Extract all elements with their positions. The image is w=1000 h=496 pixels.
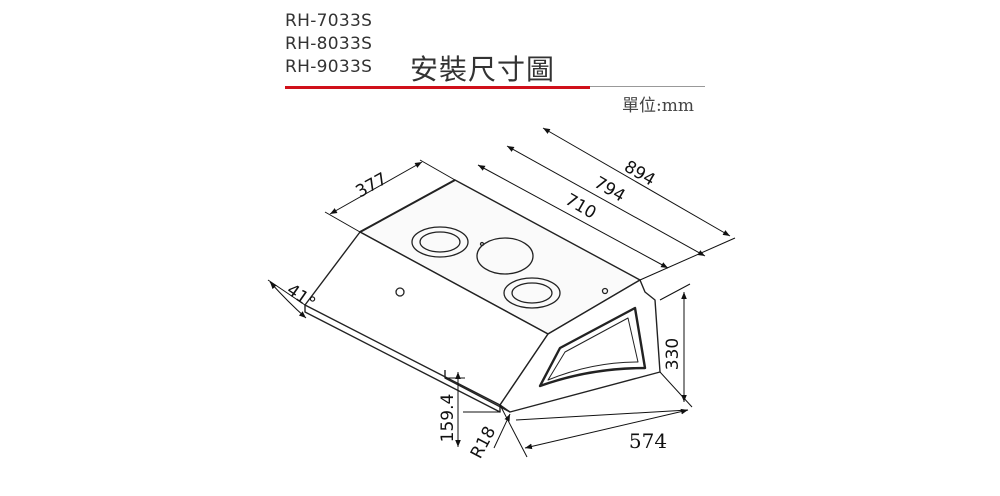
dim-depth-top: 377 [353, 169, 391, 202]
dimension-lines [267, 127, 736, 458]
dim-width-overall: 894 [620, 157, 658, 191]
unit-label: 單位:mm [622, 96, 694, 116]
model-number: RH-7033S [285, 11, 373, 31]
dim-radius: R18 [467, 423, 500, 462]
exhaust-fan-right [503, 277, 561, 309]
dim-width-inner: 794 [590, 173, 628, 207]
dim-height: 330 [663, 338, 683, 370]
dim-width-top: 710 [561, 190, 599, 224]
range-hood-body [304, 179, 661, 413]
title-underline [285, 86, 590, 89]
model-number: RH-9033S [285, 57, 373, 77]
dim-depth-bottom: 574 [629, 429, 667, 453]
light-switch [395, 287, 405, 297]
model-number: RH-8033S [285, 34, 373, 54]
model-list: RH-7033S RH-8033S RH-9033S [285, 10, 372, 79]
page-title: 安裝尺寸圖 [410, 53, 556, 86]
exhaust-fan-left [411, 226, 469, 258]
dim-front-height: 159.4 [438, 394, 458, 443]
title-rule [590, 86, 705, 87]
